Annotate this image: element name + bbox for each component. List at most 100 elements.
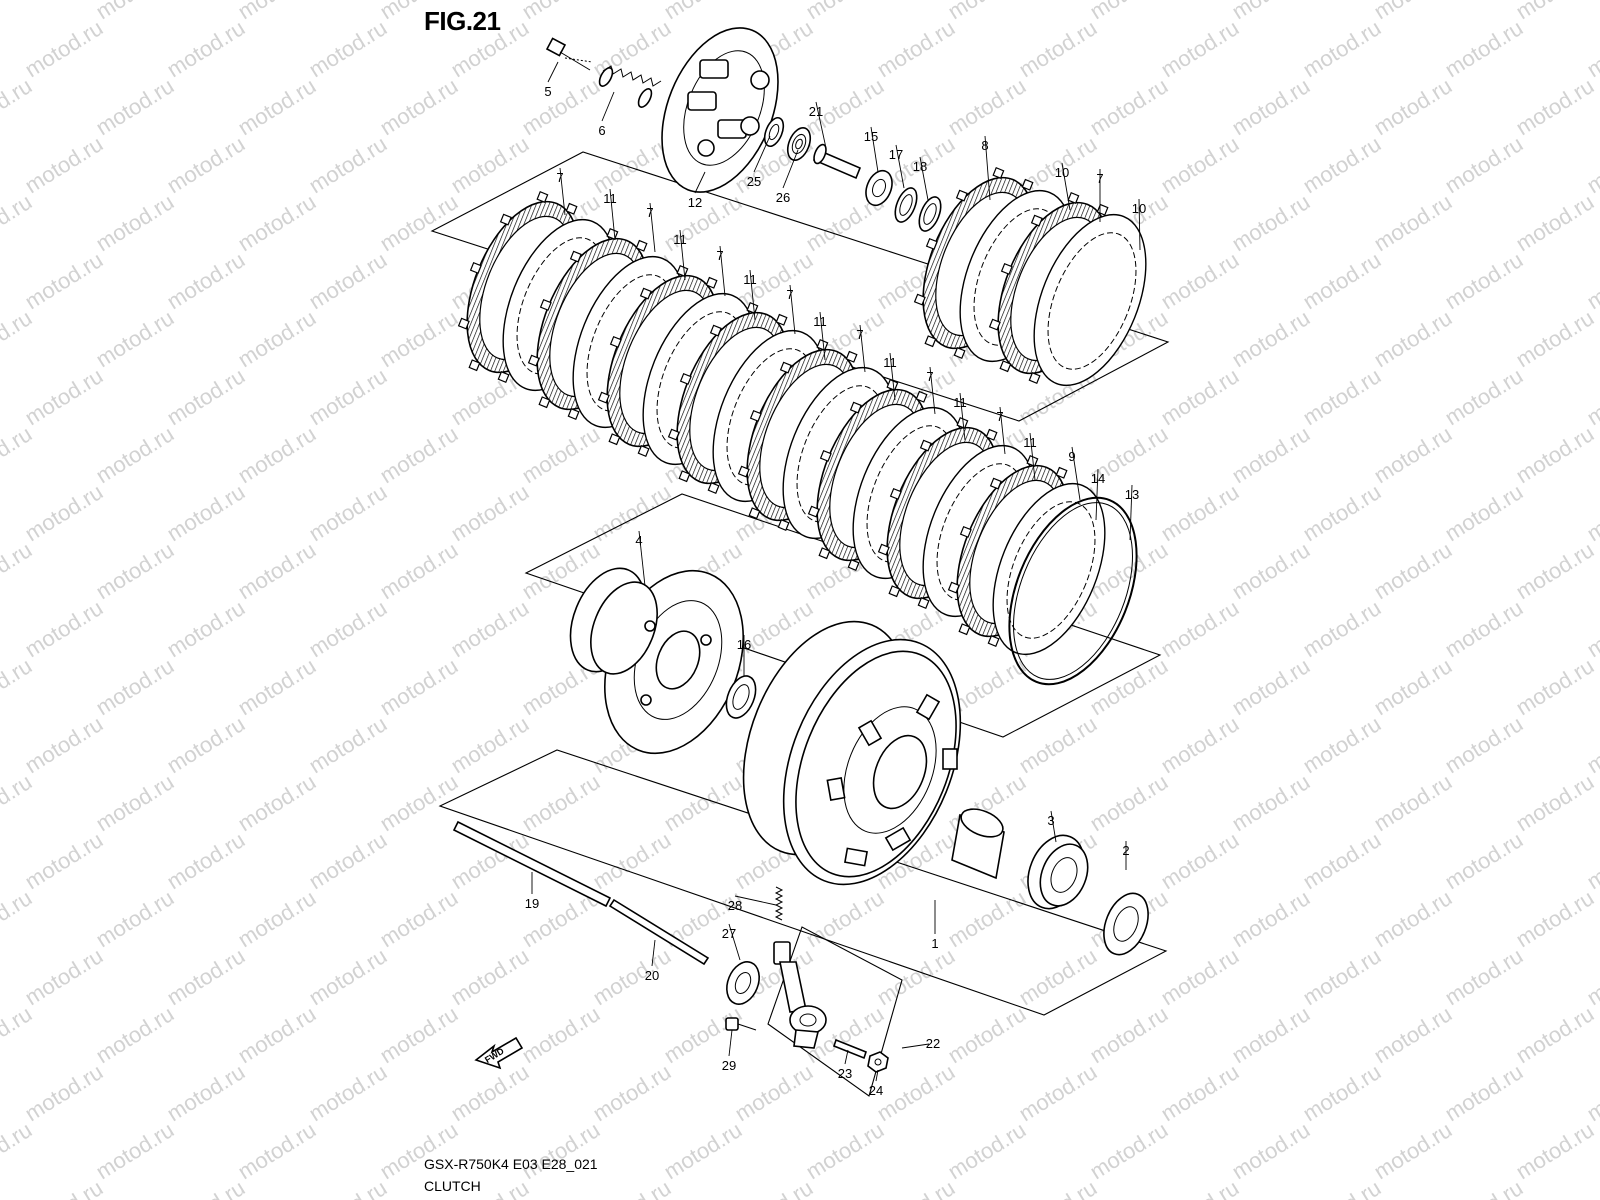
seal-27 [726, 961, 760, 1005]
leader-line [753, 135, 771, 173]
watermark-text: motod.ru [0, 885, 36, 952]
watermark-text: motod.ru [91, 189, 178, 256]
leader-line [959, 392, 966, 441]
watermark-text: motod.ru [162, 711, 249, 778]
watermark-text: motod.ru [1440, 247, 1527, 314]
watermark-text: motod.ru [943, 1001, 1030, 1068]
callout-label-7: 7 [926, 369, 933, 384]
pressure-plate-12 [661, 27, 779, 193]
leader-line [929, 366, 936, 415]
leader-line [1095, 468, 1099, 521]
watermark-text: motod.ru [1227, 305, 1314, 372]
watermark-text: motod.ru [659, 1117, 746, 1184]
watermark-text: motod.ru [1298, 595, 1385, 662]
leader-line [999, 406, 1006, 455]
watermark-text: motod.ru [20, 1059, 107, 1126]
leader-line [651, 939, 656, 967]
fwd-arrow-icon: FWD [474, 1036, 524, 1070]
callout-label-11: 11 [603, 191, 617, 206]
watermark-text: motod.ru [1085, 1117, 1172, 1184]
watermark-text: motod.ru [1511, 653, 1598, 720]
watermark-text: motod.ru [233, 0, 320, 24]
watermark-text: motod.ru [162, 363, 249, 430]
washer-16 [725, 675, 757, 719]
watermark-text: motod.ru [1511, 1117, 1598, 1184]
watermark-text: motod.ru [1014, 711, 1101, 778]
watermark-text: motod.ru [20, 247, 107, 314]
watermark-text: motod.ru [1582, 711, 1600, 778]
watermark-text: motod.ru [1014, 943, 1101, 1010]
watermark-text: motod.ru [162, 131, 249, 198]
watermark-text: motod.ru [588, 479, 675, 546]
callout-label-24: 24 [869, 1083, 883, 1098]
callout-label-21: 21 [809, 104, 823, 119]
watermark-text: motod.ru [20, 479, 107, 546]
watermark-text: motod.ru [375, 653, 462, 720]
watermark-text: motod.ru [233, 769, 320, 836]
callout-label-13: 13 [1125, 487, 1139, 502]
watermark-text: motod.ru [1298, 1059, 1385, 1126]
leader-line [782, 149, 799, 189]
watermark-text: motod.ru [375, 885, 462, 952]
watermark-text: motod.ru [1227, 653, 1314, 720]
watermark-text: motod.ru [1156, 711, 1243, 778]
watermark-text: motod.ru [1440, 711, 1527, 778]
watermark-text: motod.ru [91, 769, 178, 836]
watermark-text: motod.ru [304, 131, 391, 198]
watermark-text: motod.ru [1369, 1001, 1456, 1068]
watermark-text: motod.ru [943, 1117, 1030, 1184]
watermark-text: motod.ru [588, 827, 675, 894]
watermark-text: motod.ru [1440, 595, 1527, 662]
watermark-text: motod.ru [304, 1059, 391, 1126]
leader-line [679, 229, 686, 281]
spring-6 [598, 65, 662, 108]
watermark-text: motod.ru [1582, 15, 1600, 82]
watermark-text: motod.ru [304, 15, 391, 82]
callout-label-9: 9 [1068, 449, 1075, 464]
ring-13 [1008, 496, 1138, 686]
watermark-text: motod.ru [1511, 1001, 1598, 1068]
callout-label-11: 11 [883, 355, 897, 370]
watermark-text: motod.ru [233, 73, 320, 140]
watermark-text: motod.ru [1511, 73, 1598, 140]
watermark-text: motod.ru [872, 1175, 959, 1200]
watermark-text: motod.ru [1440, 131, 1527, 198]
leader-line [728, 923, 741, 961]
watermark-text: motod.ru [517, 1117, 604, 1184]
watermark-text: motod.ru [1582, 943, 1600, 1010]
washer-17 [894, 187, 918, 223]
callout-label-12: 12 [688, 195, 702, 210]
washer-2 [1103, 892, 1149, 956]
watermark-text: motod.ru [91, 421, 178, 488]
leader-line [815, 101, 827, 149]
callout-label-26: 26 [776, 190, 790, 205]
callout-label-7: 7 [856, 327, 863, 342]
watermark-text: motod.ru [1369, 189, 1456, 256]
watermark-text: motod.ru [1156, 363, 1243, 430]
watermark-text: motod.ru [588, 15, 675, 82]
watermark-text: motod.ru [0, 305, 36, 372]
watermark-text: motod.ru [375, 1117, 462, 1184]
release-arm-22 [773, 941, 827, 1049]
watermark-text: motod.ru [304, 711, 391, 778]
plate-stack-lower [807, 378, 1138, 686]
watermark-text: motod.ru [1440, 363, 1527, 430]
watermark-text: motod.ru [0, 769, 36, 836]
watermark-text: motod.ru [0, 421, 36, 488]
watermark-text: motod.ru [446, 131, 533, 198]
watermark-text: motod.ru [1085, 0, 1172, 24]
leader-line [719, 245, 726, 297]
watermark-text: motod.ru [91, 653, 178, 720]
watermark-text: motod.ru [1085, 73, 1172, 140]
watermark-text: motod.ru [1582, 247, 1600, 314]
watermark-text: motod.ru [1298, 247, 1385, 314]
leader-line [870, 126, 879, 173]
watermark-text: motod.ru [1156, 15, 1243, 82]
callout-label-20: 20 [645, 968, 659, 983]
callout-label-7: 7 [716, 248, 723, 263]
leader-line [609, 188, 616, 241]
watermark-text: motod.ru [1582, 827, 1600, 894]
watermark-text: motod.ru [517, 1001, 604, 1068]
leader-line [694, 171, 706, 194]
